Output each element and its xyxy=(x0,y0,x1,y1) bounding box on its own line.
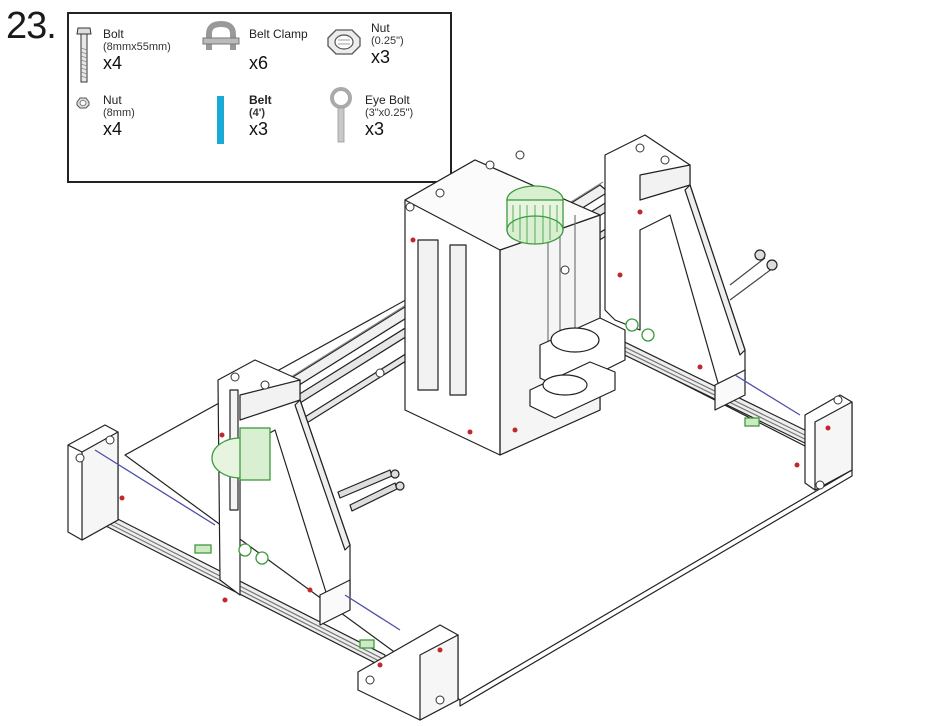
part-qty: x3 xyxy=(365,119,385,139)
front-right-end-plate xyxy=(357,624,459,721)
small-nut-icon xyxy=(76,97,90,109)
part-qty: x4 xyxy=(103,53,123,73)
part-spec: (4') xyxy=(249,107,266,119)
bolt-icon xyxy=(76,27,92,83)
part-qty: x4 xyxy=(103,119,123,139)
nut-icon xyxy=(327,29,361,55)
part-spec: (8mm) xyxy=(103,107,135,119)
step-number: 23. xyxy=(6,5,57,47)
part-name: Nut xyxy=(371,21,390,35)
part-nut-quarter: Nut (0.25") x3 xyxy=(371,21,404,68)
belt-wires xyxy=(94,374,801,631)
part-nut-8mm: Nut (8mm) x4 xyxy=(103,93,135,140)
left-gantry-side xyxy=(217,359,351,626)
part-qty: x6 xyxy=(249,53,269,73)
belt-clamp-icon xyxy=(202,20,240,50)
red-holes xyxy=(119,209,831,668)
part-name: Belt xyxy=(249,93,272,107)
part-eye-bolt: Eye Bolt (3"x0.25") x3 xyxy=(365,93,414,140)
part-belt-clamp: Belt Clamp x6 xyxy=(249,27,308,74)
parts-list-box: Bolt (8mmx55mm) x4 Belt Clamp x6 Nut (0.… xyxy=(67,12,452,183)
part-spec: (8mmx55mm) xyxy=(103,41,171,53)
part-name: Eye Bolt xyxy=(365,93,410,107)
loose-bolts xyxy=(337,469,405,512)
eye-bolt-icon xyxy=(330,87,352,143)
green-parts xyxy=(194,185,760,649)
rear-right-end-plate xyxy=(804,394,853,491)
rear-rail-bars xyxy=(599,329,816,449)
part-belt: Belt (4') x3 xyxy=(249,93,272,140)
part-name: Nut xyxy=(103,93,122,107)
part-spec: (0.25") xyxy=(371,35,404,47)
part-name: Bolt xyxy=(103,27,124,41)
eye-bolts-right xyxy=(729,249,778,301)
part-bolt: Bolt (8mmx55mm) x4 xyxy=(103,27,171,74)
spindle-mount xyxy=(529,317,626,419)
part-qty: x3 xyxy=(371,47,391,67)
part-name: Belt Clamp xyxy=(249,27,308,41)
belt-icon xyxy=(217,96,224,144)
part-qty: x3 xyxy=(249,119,269,139)
hex-nuts xyxy=(75,143,843,705)
part-spec: (3"x0.25") xyxy=(365,107,414,119)
